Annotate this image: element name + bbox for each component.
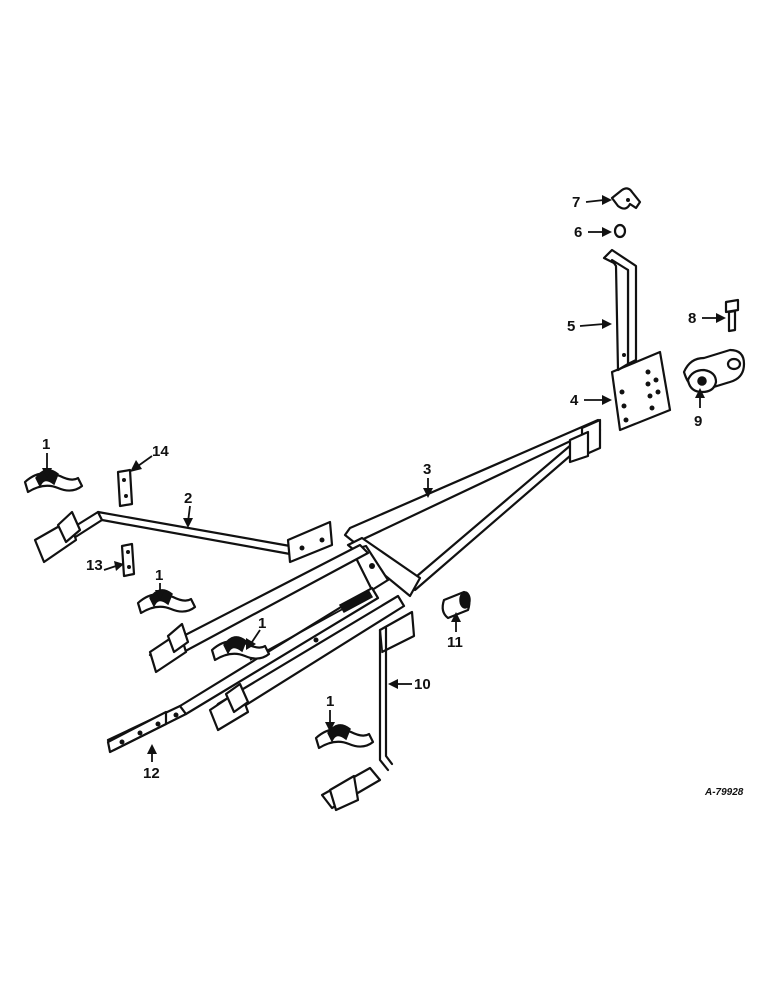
- callout-3: 3: [423, 461, 431, 478]
- callout-2: 2: [184, 490, 192, 507]
- callout-6: 6: [574, 224, 582, 241]
- plate-14: [116, 468, 134, 508]
- cross-bar: [33, 510, 334, 564]
- callout-5: 5: [567, 318, 575, 335]
- rear-clamp-seats: [148, 622, 250, 732]
- mounting-plate: [610, 350, 672, 432]
- plate-13: [120, 542, 136, 578]
- clamp-1c: [210, 636, 271, 662]
- callout-labels: 1 1 1 1 2 3 4 5 6 7 8 9 10 11 12 13 14: [42, 194, 702, 782]
- clamp-1b: [136, 589, 197, 615]
- callout-12: 12: [143, 765, 160, 782]
- clamp-1d: [314, 724, 375, 750]
- callout-1: 1: [258, 615, 266, 632]
- leader-lines: [42, 195, 726, 762]
- main-frame: [148, 418, 602, 722]
- callout-13: 13: [86, 557, 103, 574]
- nut: [613, 223, 627, 239]
- drawing-number: A-79928: [704, 787, 744, 798]
- adjustable-bar: [106, 586, 380, 754]
- side-bracket: [320, 610, 416, 812]
- clip: [610, 187, 642, 210]
- callout-1: 1: [326, 693, 334, 710]
- callout-14: 14: [152, 443, 169, 460]
- callout-8: 8: [688, 310, 696, 327]
- callout-11: 11: [447, 634, 463, 651]
- callout-1: 1: [155, 567, 163, 584]
- pin: [724, 298, 740, 333]
- callout-9: 9: [694, 413, 702, 430]
- callout-10: 10: [414, 676, 431, 693]
- callout-7: 7: [572, 194, 580, 211]
- clevis: [682, 348, 746, 394]
- bushing: [441, 590, 471, 620]
- vertical-bracket: [602, 248, 638, 372]
- callout-1: 1: [42, 436, 50, 453]
- callout-4: 4: [570, 392, 579, 409]
- clamp-1a: [23, 469, 84, 494]
